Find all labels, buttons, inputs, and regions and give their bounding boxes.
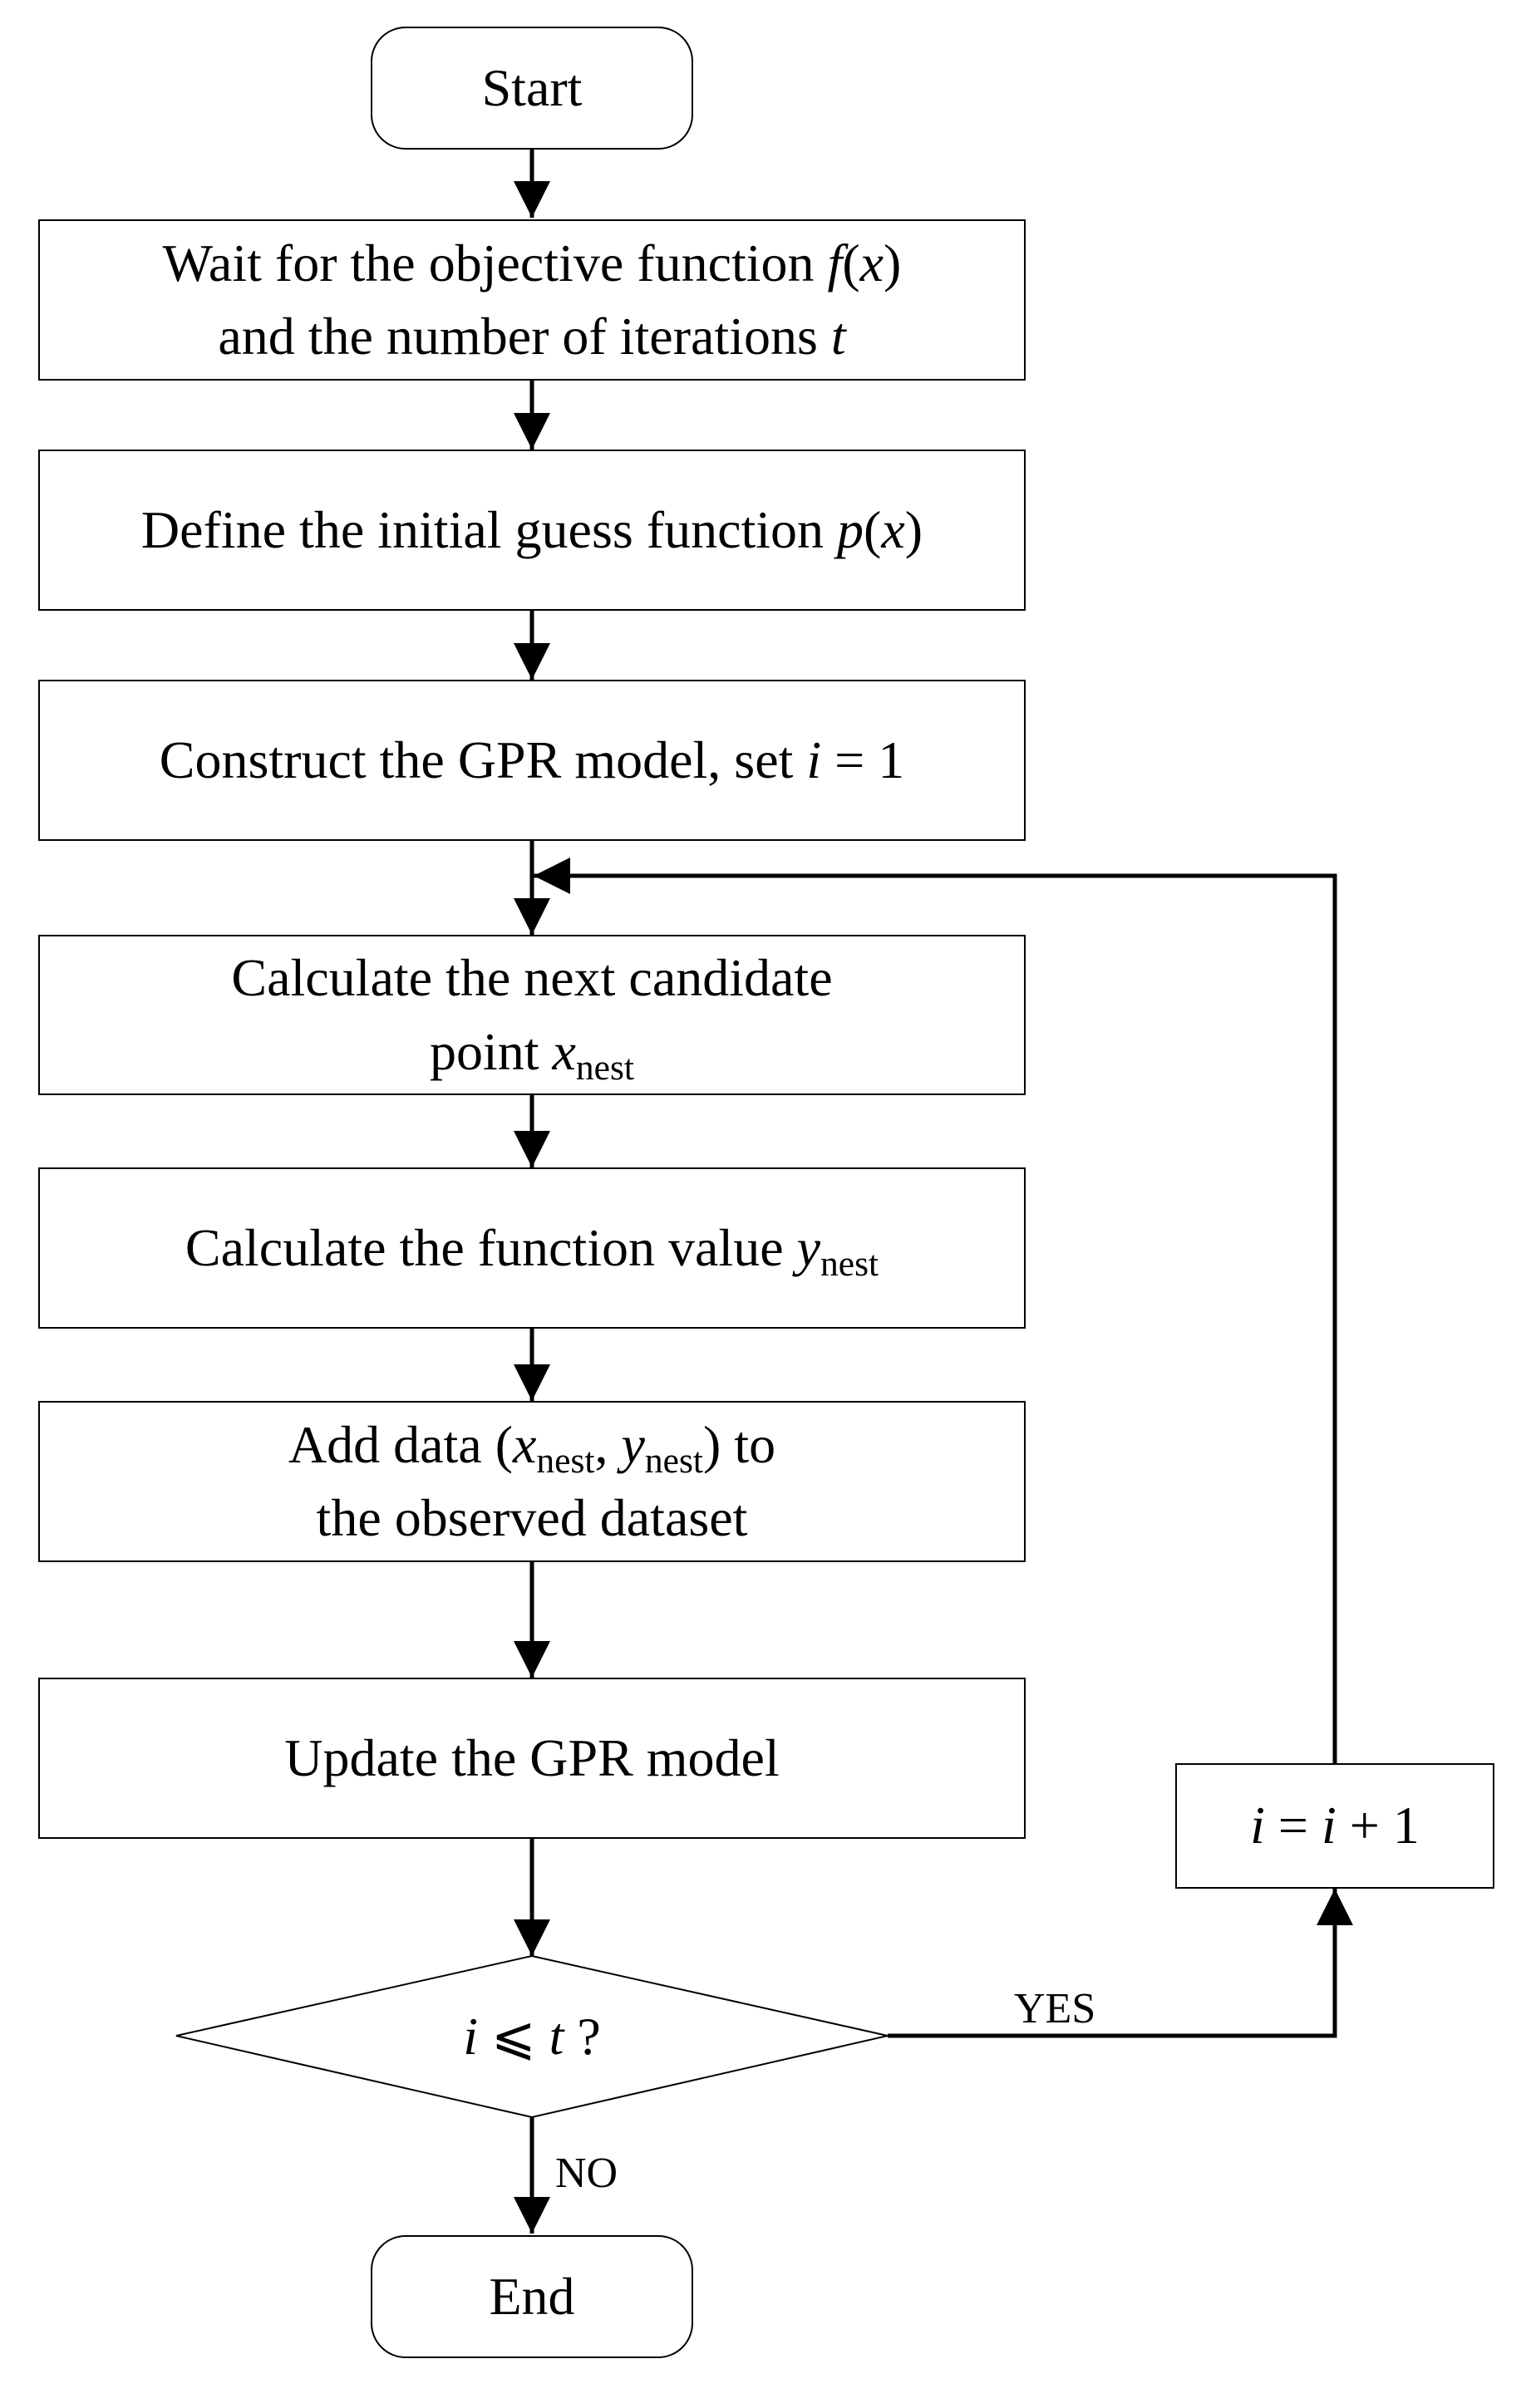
decision-diamond — [175, 1954, 889, 2119]
process-construct-gpr: Construct the GPR model, set i = 1 — [38, 680, 1026, 841]
end-label: End — [489, 2266, 575, 2326]
arrow-decision-yes-to-increment — [888, 1889, 1353, 2038]
yes-edge-label: YES — [1014, 1985, 1096, 2032]
process-update-gpr: Update the GPR model — [38, 1678, 1026, 1839]
start-node: Start — [371, 27, 693, 150]
process-wait-for-objective: Wait for the objective function f(x) and… — [38, 219, 1026, 381]
process-calculate-candidate: Calculate the next candidate point xnest — [38, 935, 1026, 1095]
process-increment-i: i = i + 1 — [1175, 1763, 1494, 1889]
end-node: End — [371, 2235, 693, 2358]
start-label: Start — [481, 57, 583, 117]
arrow-increment-loop-back — [534, 858, 1337, 1763]
process-define-guess: Define the initial guess function p(x) — [38, 450, 1026, 611]
process-add-data: Add data (xnest, ynest) to the observed … — [38, 1401, 1026, 1562]
process-calculate-value: Calculate the function value ynest — [38, 1167, 1026, 1329]
no-edge-label: NO — [555, 2150, 618, 2197]
decision-label: i ⩽ t ? — [463, 2007, 601, 2066]
